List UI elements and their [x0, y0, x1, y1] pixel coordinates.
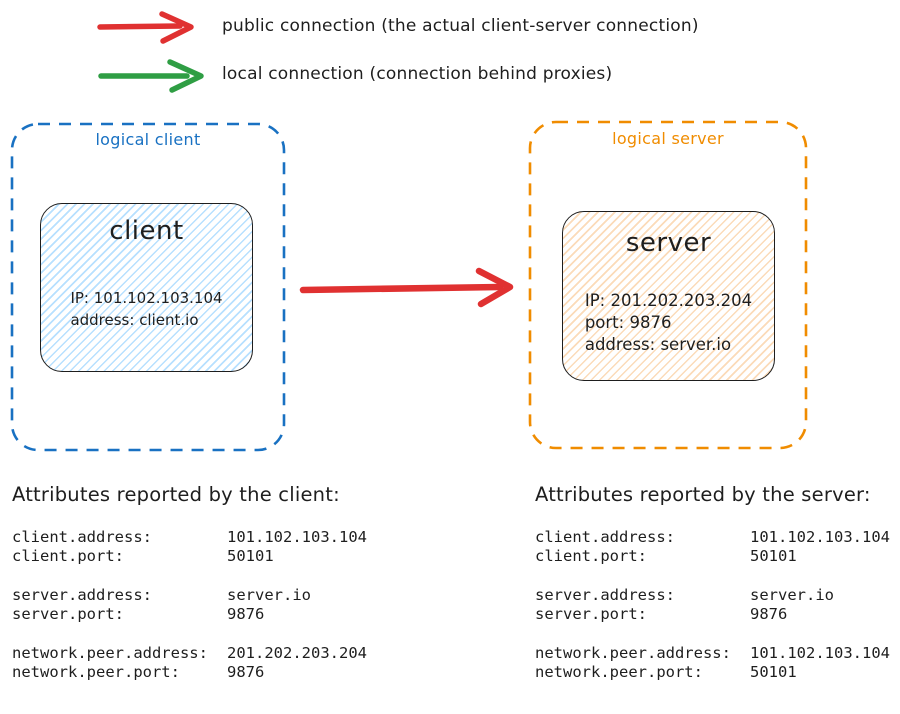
attr-value: server.io — [227, 586, 311, 604]
attr-row: network.peer.port: 9876 — [12, 663, 367, 682]
attr-row: client.address: 101.102.103.104 — [12, 528, 367, 547]
attr-value: 50101 — [750, 663, 797, 681]
attr-key: server.address: — [535, 586, 675, 604]
client-node-title: client — [109, 216, 184, 246]
server-node-title: server — [625, 228, 712, 258]
attr-group-server: server.address: server.io server.port: 9… — [535, 586, 890, 624]
attributes-server-panel: Attributes reported by the server: clien… — [535, 483, 890, 702]
attr-key: network.peer.address: — [535, 644, 731, 662]
attr-row: server.address: server.io — [535, 586, 890, 605]
client-ip-line: IP: 101.102.103.104 — [70, 289, 223, 307]
logical-client-boundary — [10, 122, 286, 452]
attr-value: 201.202.203.204 — [227, 644, 367, 662]
attr-key: client.port: — [535, 547, 647, 565]
attr-value: 9876 — [227, 663, 265, 681]
attr-value: 50101 — [750, 547, 797, 565]
attr-key: server.port: — [535, 605, 647, 623]
attributes-client-panel: Attributes reported by the client: clien… — [12, 483, 367, 702]
attr-group-network-peer: network.peer.address: 201.202.203.204 ne… — [12, 644, 367, 682]
attr-key: client.port: — [12, 547, 124, 565]
attr-group-network-peer: network.peer.address: 101.102.103.104 ne… — [535, 644, 890, 682]
attr-group-server: server.address: server.io server.port: 9… — [12, 586, 367, 624]
attr-key: client.address: — [535, 528, 675, 546]
legend-label-local-connection: local connection (connection behind prox… — [222, 64, 613, 84]
attr-row: server.port: 9876 — [535, 605, 890, 624]
attributes-server-title: Attributes reported by the server: — [535, 483, 871, 506]
attr-key: network.peer.address: — [12, 644, 208, 662]
logical-server-label: logical server — [612, 129, 724, 148]
client-address-line: address: client.io — [70, 310, 199, 329]
attr-value: 9876 — [750, 605, 788, 623]
attr-row: server.address: server.io — [12, 586, 367, 605]
public-connection-arrow-icon — [97, 11, 194, 44]
attr-value: server.io — [750, 586, 834, 604]
attr-row: client.address: 101.102.103.104 — [535, 528, 890, 547]
attr-key: network.peer.port: — [12, 663, 180, 681]
attr-key: server.port: — [12, 605, 124, 623]
local-connection-arrow-icon — [98, 59, 204, 93]
attr-row: network.peer.address: 101.102.103.104 — [535, 644, 890, 663]
attr-key: network.peer.port: — [535, 663, 703, 681]
attr-group-client: client.address: 101.102.103.104 client.p… — [12, 528, 367, 566]
attr-value: 101.102.103.104 — [750, 528, 890, 546]
server-port-line: port: 9876 — [584, 313, 672, 332]
attributes-client-title: Attributes reported by the client: — [12, 483, 340, 506]
attr-value: 9876 — [227, 605, 265, 623]
client-node: client IP: 101.102.103.104 address: clie… — [40, 203, 253, 372]
attr-group-client: client.address: 101.102.103.104 client.p… — [535, 528, 890, 566]
attr-key: server.address: — [12, 586, 152, 604]
attr-value: 101.102.103.104 — [750, 644, 890, 662]
attr-key: client.address: — [12, 528, 152, 546]
attr-row: client.port: 50101 — [12, 547, 367, 566]
server-node: server IP: 201.202.203.204 port: 9876 ad… — [562, 211, 775, 381]
legend-label-public-connection: public connection (the actual client-ser… — [222, 16, 699, 36]
public-connection-arrow — [299, 267, 514, 308]
attr-value: 50101 — [227, 547, 274, 565]
attr-row: client.port: 50101 — [535, 547, 890, 566]
attr-row: server.port: 9876 — [12, 605, 367, 624]
attr-row: network.peer.port: 50101 — [535, 663, 890, 682]
attr-value: 101.102.103.104 — [227, 528, 367, 546]
server-address-line: address: server.io — [584, 335, 732, 354]
attr-row: network.peer.address: 201.202.203.204 — [12, 644, 367, 663]
client-node-details: IP: 101.102.103.104 address: client.io — [70, 288, 222, 331]
server-node-details: IP: 201.202.203.204 port: 9876 address: … — [585, 290, 752, 356]
server-ip-line: IP: 201.202.203.204 — [584, 291, 753, 310]
logical-server-boundary — [528, 120, 808, 450]
logical-client-label: logical client — [95, 130, 201, 149]
